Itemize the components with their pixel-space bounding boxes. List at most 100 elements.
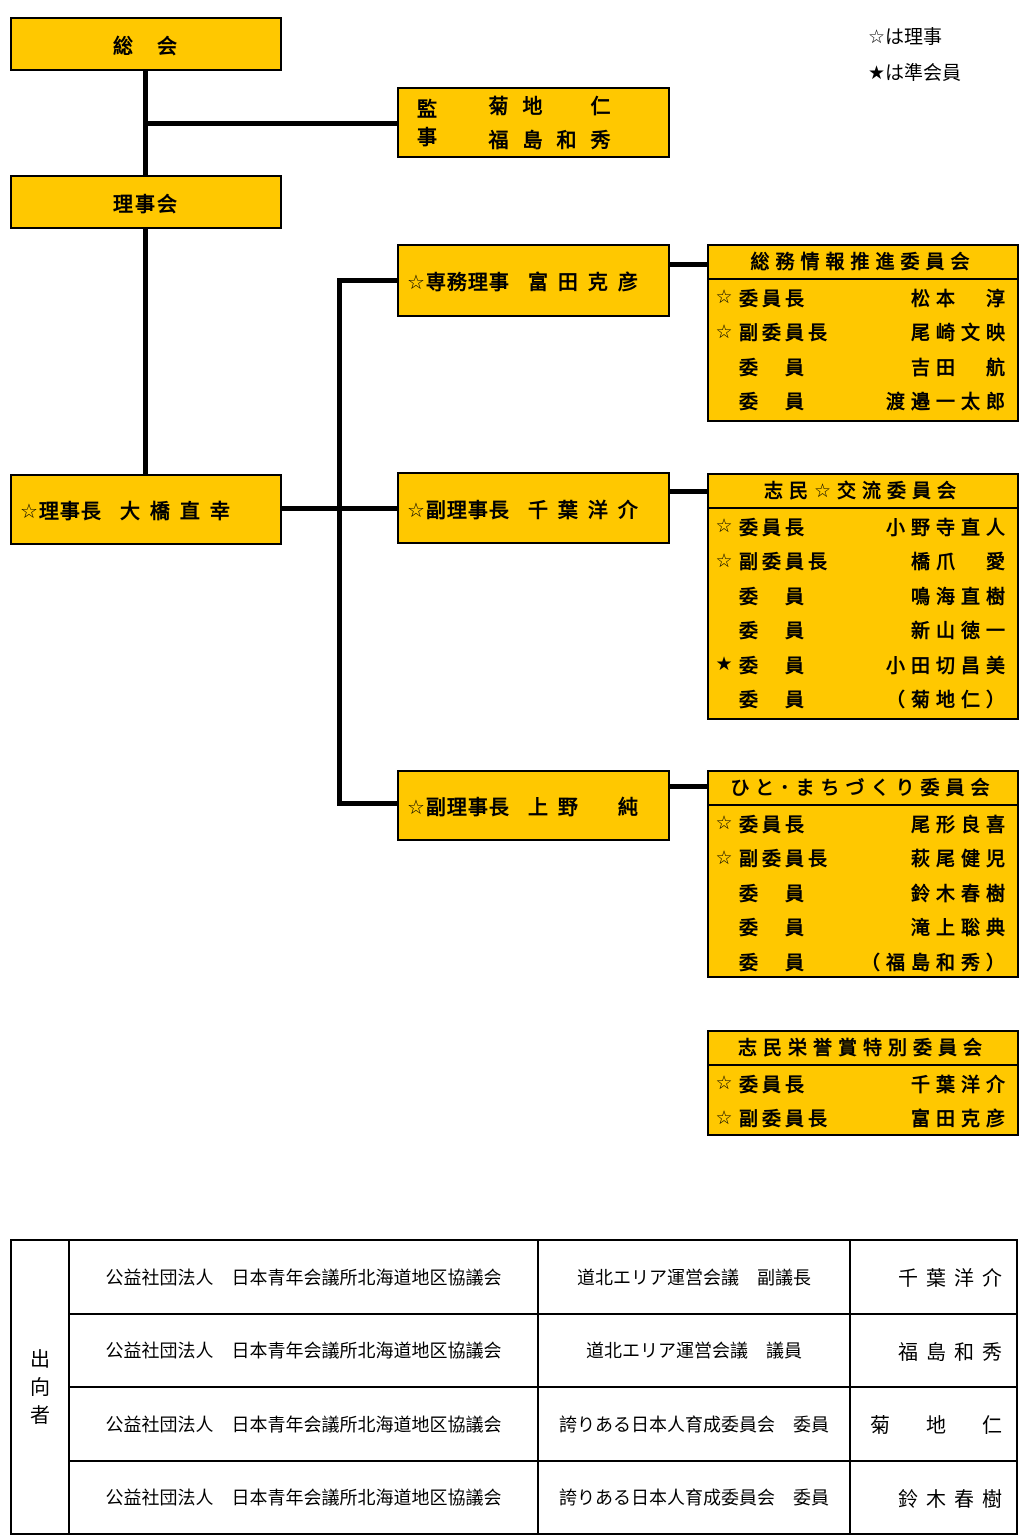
secondee-position: 道北エリア運営会議 議員 — [537, 1312, 851, 1388]
officer-name: 富田克彦 — [527, 270, 648, 294]
secondee-org: 公益社団法人 日本青年会議所北海道地区協議会 — [68, 1312, 539, 1388]
member-name: （菊地仁） — [885, 689, 1011, 712]
member-mark: ☆ — [715, 515, 733, 538]
committee-title: 総務情報推進委員会 — [709, 246, 1017, 280]
member-role: 副委員長 — [739, 1108, 832, 1131]
committee-member-row: ☆副委員長橋爪 愛 — [709, 544, 1017, 579]
committee-title: 志民栄誉賞特別委員会 — [709, 1032, 1017, 1066]
committee-member-row: 委 員鈴木春樹 — [709, 875, 1017, 910]
officer-box-executive-director: ☆専務理事 富田克彦 — [397, 244, 670, 317]
member-mark: ☆ — [715, 1072, 733, 1095]
member-role: 委 員 — [739, 689, 809, 712]
member-role: 副委員長 — [739, 848, 832, 871]
officer-box-vice-president: ☆副理事長 千葉洋介 — [397, 472, 670, 544]
committee-general-affairs: 総務情報推進委員会 ☆ 委員長 松本 淳 ☆ 副委員長 尾崎文映 委 員吉田 航 委 員… — [707, 244, 1019, 422]
member-name: 新山徳一 — [910, 620, 1011, 643]
member-mark: ☆ — [715, 846, 733, 869]
committee-title: 志民☆交流委員会 — [709, 475, 1017, 509]
officer-name: 上野 純 — [527, 795, 648, 819]
committee-member-row: 委 員 新山徳一 — [709, 613, 1017, 648]
member-name: 尾崎文映 — [910, 322, 1011, 345]
member-name: 富田克彦 — [910, 1108, 1011, 1131]
member-role: 副委員長 — [739, 551, 832, 574]
member-name: 小田切昌美 — [885, 654, 1011, 677]
committee-town-development: ひと･まちづくり委員会 ☆ 委員長 尾形良喜 ☆ 副委員長 萩尾健児 委 員鈴木春樹 委… — [707, 770, 1019, 978]
member-name: 千葉洋介 — [910, 1073, 1011, 1096]
auditor-box: 監事 菊地 仁 福島和秀 — [397, 87, 670, 158]
auditor-name: 菊地 仁 — [488, 93, 625, 118]
table-row: 公益社団法人 日本青年会議所北海道地区協議会 道北エリア運営会議 議員 福島和秀 — [11, 1312, 1018, 1388]
table-row: 公益社団法人 日本青年会議所北海道地区協議会 誇りある日本人育成委員会 委員 菊… — [11, 1386, 1018, 1462]
member-mark: ☆ — [715, 1106, 733, 1129]
president-title: ☆理事長 — [20, 499, 102, 523]
table-row: 出向者 公益社団法人 日本青年会議所北海道地区協議会 道北エリア運営会議 副議長… — [10, 1239, 1018, 1535]
committee-member-row: 委 員吉田 航 — [709, 349, 1017, 384]
connector-line — [143, 228, 148, 475]
member-name: 小野寺直人 — [885, 516, 1011, 539]
member-mark: ★ — [715, 653, 733, 676]
officer-name: 千葉洋介 — [527, 497, 648, 522]
secondee-name: 鈴木春樹 — [849, 1459, 1018, 1535]
member-name: （福島和秀） — [860, 951, 1011, 974]
member-name: 滝上聡典 — [910, 917, 1011, 940]
committee-citizen-exchange: 志民☆交流委員会 ☆委員長小野寺直人 ☆副委員長橋爪 愛 委 員鳴海直樹 委 員… — [707, 473, 1019, 720]
connector-line — [337, 801, 399, 806]
committee-title: ひと･まちづくり委員会 — [709, 772, 1017, 806]
secondee-name: 千葉洋介 — [849, 1239, 1018, 1315]
secondees-label: 出向者 — [10, 1239, 70, 1535]
secondee-name: 菊 地 仁 — [849, 1386, 1018, 1462]
committee-member-row: ☆ 委員長 松本 淳 — [709, 280, 1017, 315]
connector-line — [668, 262, 709, 267]
board-box: 理事会 — [10, 175, 282, 229]
member-name: 松本 淳 — [910, 287, 1011, 310]
president-box: ☆理事長 大橋直幸 — [10, 474, 282, 545]
secondees-table: 出向者 公益社団法人 日本青年会議所北海道地区協議会 道北エリア運営会議 副議長… — [10, 1239, 1018, 1535]
secondee-org: 公益社団法人 日本青年会議所北海道地区協議会 — [68, 1386, 539, 1462]
legend-director: ☆は理事 — [868, 26, 943, 48]
committee-member-row: ☆ 委員長 小野寺直人 — [709, 509, 1017, 544]
general-assembly-label: 総 会 — [113, 33, 179, 58]
member-name: 尾形良喜 — [910, 813, 1011, 836]
committee-member-row: ☆ 委員長 尾形良喜 — [709, 806, 1017, 841]
committee-member-row: ☆ 副委員長 富田克彦 — [709, 1101, 1017, 1136]
member-role: 副委員長 — [739, 322, 832, 345]
member-role: 委 員 — [739, 917, 809, 940]
member-role: 委員長 — [739, 813, 809, 836]
board-label: 理事会 — [113, 191, 179, 216]
secondee-org: 公益社団法人 日本青年会議所北海道地区協議会 — [68, 1239, 539, 1315]
committee-member-row: 委 員渡邉一太郎 — [709, 384, 1017, 419]
connector-line — [668, 489, 709, 494]
secondee-position: 道北エリア運営会議 副議長 — [537, 1239, 851, 1315]
legend-associate: ★は準会員 — [868, 62, 962, 84]
committee-member-row: 委 員 （福島和秀） — [709, 944, 1017, 979]
general-assembly-box: 総 会 — [10, 17, 282, 71]
member-role: 委員長 — [739, 516, 809, 539]
member-name: 吉田 航 — [910, 356, 1011, 379]
committee-member-row: 委 員 滝上聡典 — [709, 910, 1017, 945]
member-name: 萩尾健児 — [910, 848, 1011, 871]
connector-line — [337, 278, 342, 806]
connector-line — [668, 784, 709, 789]
committee-member-row: ☆ 副委員長 萩尾健児 — [709, 841, 1017, 876]
secondee-org: 公益社団法人 日本青年会議所北海道地区協議会 — [68, 1459, 539, 1535]
member-role: 委 員 — [739, 654, 809, 677]
member-role: 委 員 — [739, 951, 809, 974]
officer-title: ☆専務理事 — [407, 270, 510, 294]
member-role: 委員長 — [739, 287, 809, 310]
committee-member-row: 委 員 （菊地仁） — [709, 682, 1017, 717]
officer-box-vice-president: ☆副理事長 上野 純 — [397, 770, 670, 841]
member-mark: ☆ — [715, 812, 733, 835]
member-role: 委員長 — [739, 1073, 809, 1096]
member-role: 委 員 — [739, 620, 809, 643]
committee-citizen-honor-award: 志民栄誉賞特別委員会 ☆ 委員長 千葉洋介 ☆ 副委員長 富田克彦 — [707, 1030, 1019, 1136]
auditor-label: 監事 — [417, 96, 437, 149]
connector-line — [337, 278, 399, 283]
secondee-position: 誇りある日本人育成委員会 委員 — [537, 1386, 851, 1462]
member-mark: ☆ — [715, 286, 733, 309]
member-name: 橋爪 愛 — [910, 551, 1011, 574]
member-name: 鳴海直樹 — [910, 585, 1011, 608]
table-row: 公益社団法人 日本青年会議所北海道地区協議会 誇りある日本人育成委員会 委員 鈴… — [11, 1459, 1018, 1535]
auditor-name: 福島和秀 — [488, 127, 625, 152]
committee-member-row: 委 員鳴海直樹 — [709, 578, 1017, 613]
secondee-name: 福島和秀 — [849, 1312, 1018, 1388]
